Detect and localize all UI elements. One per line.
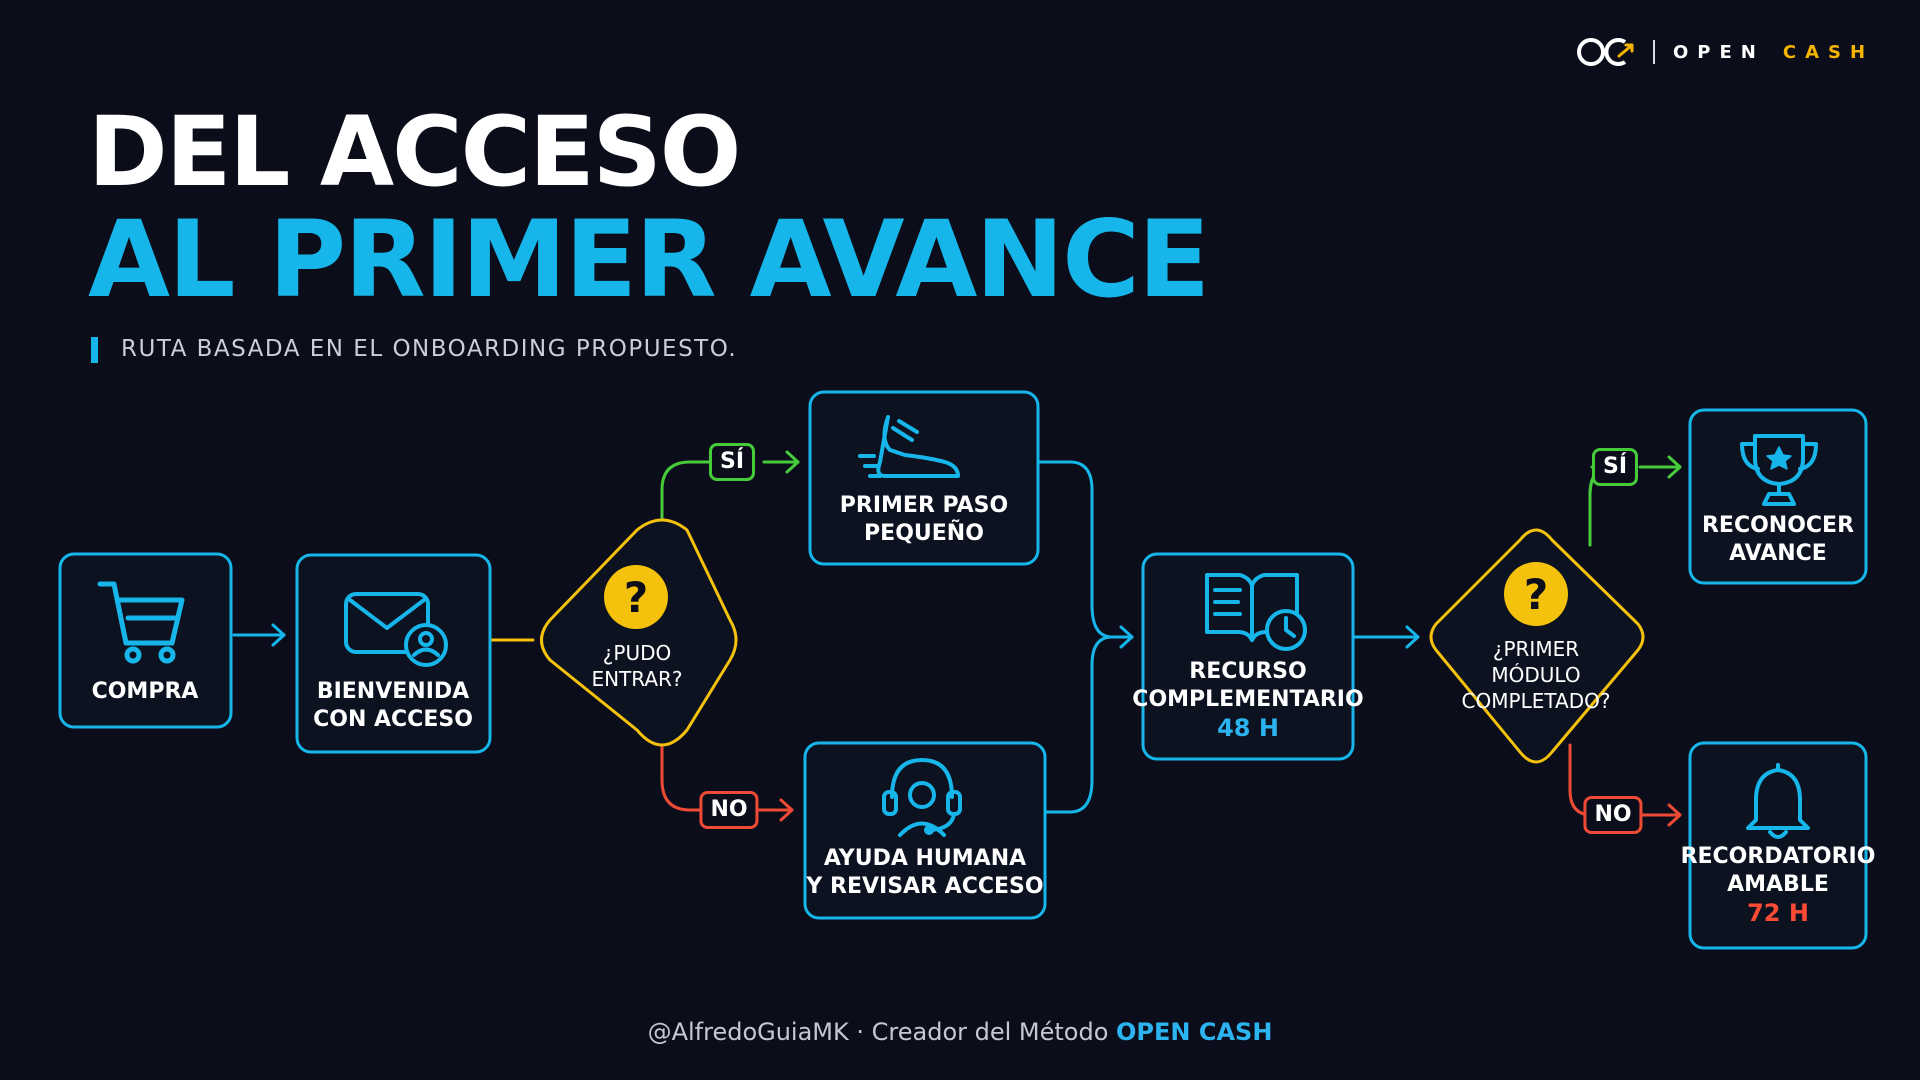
svg-text:?: ? [1524, 570, 1548, 619]
trophy-icon [1740, 434, 1818, 506]
node-primer-paso: PRIMER PASO PEQUEÑO [840, 492, 1008, 548]
node-box-recordatorio [1688, 741, 1868, 950]
node-primer-modulo: ¿PRIMER MÓDULO COMPLETADO? [1462, 636, 1611, 714]
shoe-icon [858, 415, 960, 478]
node-pudo-line1: ¿PUDO [602, 641, 672, 665]
node-bienvenida-line1: BIENVENIDA [316, 679, 470, 704]
node-ayuda-line2: Y REVISAR ACCESO [806, 874, 1044, 899]
node-box-recurso [1141, 552, 1355, 761]
svg-text:?: ? [624, 573, 648, 622]
node-reconocer-line2: AVANCE [1729, 541, 1827, 566]
node-compra-line1: COMPRA [91, 679, 199, 704]
brand-open: OPEN [1673, 41, 1765, 63]
node-recurso: RECURSO COMPLEMENTARIO 48 H [1132, 658, 1363, 742]
book-clock-icon [1205, 573, 1307, 651]
node-compra: COMPRA [92, 678, 199, 706]
node-ayuda-humana: AYUDA HUMANA Y REVISAR ACCESO [806, 845, 1043, 901]
tag-si-pudo: SÍ [708, 443, 756, 481]
node-pudo-entrar: ¿PUDO ENTRAR? [591, 640, 682, 692]
brand-cash: CASH [1782, 41, 1875, 63]
node-recurso-line2: COMPLEMENTARIO [1132, 687, 1364, 712]
node-bienvenida: BIENVENIDA CON ACCESO [313, 678, 473, 734]
page-subtitle: RUTA BASADA EN EL ONBOARDING PROPUESTO. [121, 336, 738, 362]
brand-wordmark: OPEN CASH [1673, 42, 1874, 63]
node-modulo-line2: MÓDULO [1491, 663, 1581, 687]
envelope-user-icon [344, 592, 448, 667]
node-box-reconocer [1688, 408, 1868, 585]
node-recurso-line1: RECURSO [1189, 659, 1307, 684]
footer-brand: OPEN CASH [1116, 1018, 1273, 1046]
node-recordatorio: RECORDATORIO AMABLE 72 H [1681, 843, 1876, 927]
footer-handle: @AlfredoGuiaMK · Creador del Método [647, 1018, 1117, 1046]
headset-icon [882, 758, 962, 837]
node-modulo-line3: COMPLETADO? [1461, 689, 1611, 713]
node-primer-paso-line2: PEQUEÑO [864, 521, 984, 546]
bell-icon [1746, 763, 1810, 839]
subtitle-accent-bar [91, 337, 98, 363]
node-reconocer: RECONOCER AVANCE [1702, 512, 1854, 568]
logo-oc-icon [1577, 38, 1634, 66]
question-icon: ? [604, 565, 668, 629]
node-pudo-line2: ENTRAR? [591, 667, 683, 691]
connector-primer-paso-recurso [1036, 460, 1134, 639]
connector-pudo-si [660, 460, 712, 542]
tag-no-modulo: NO [1583, 796, 1643, 834]
connector-ayuda-recurso [1043, 635, 1114, 814]
tag-si-modulo: SÍ [1591, 448, 1639, 486]
node-recordatorio-line1: RECORDATORIO [1680, 844, 1876, 869]
page-title-line-1: DEL ACCESO [88, 96, 741, 208]
page-title-line-2: AL PRIMER AVANCE [88, 198, 1210, 321]
question-icon-module: ? [1504, 562, 1568, 626]
decision-diamond-pudo [540, 518, 738, 747]
footer-credit: @AlfredoGuiaMK · Creador del Método OPEN… [0, 1018, 1920, 1046]
decision-diamond-modulo [1429, 528, 1645, 764]
node-ayuda-line1: AYUDA HUMANA [823, 846, 1027, 871]
node-primer-paso-line1: PRIMER PASO [839, 493, 1009, 518]
brand-divider [1653, 40, 1655, 64]
node-reconocer-line1: RECONOCER [1701, 513, 1855, 538]
node-bienvenida-line2: CON ACCESO [313, 707, 473, 732]
node-modulo-line1: ¿PRIMER [1492, 637, 1580, 661]
brand-logo: OPEN CASH [1575, 34, 1874, 70]
node-recordatorio-time: 72 H [1747, 899, 1809, 927]
cart-icon [97, 581, 185, 664]
connector-pudo-no [660, 733, 707, 812]
node-recurso-time: 48 H [1217, 714, 1279, 742]
node-recordatorio-line2: AMABLE [1727, 872, 1829, 897]
tag-no-pudo: NO [699, 791, 759, 829]
